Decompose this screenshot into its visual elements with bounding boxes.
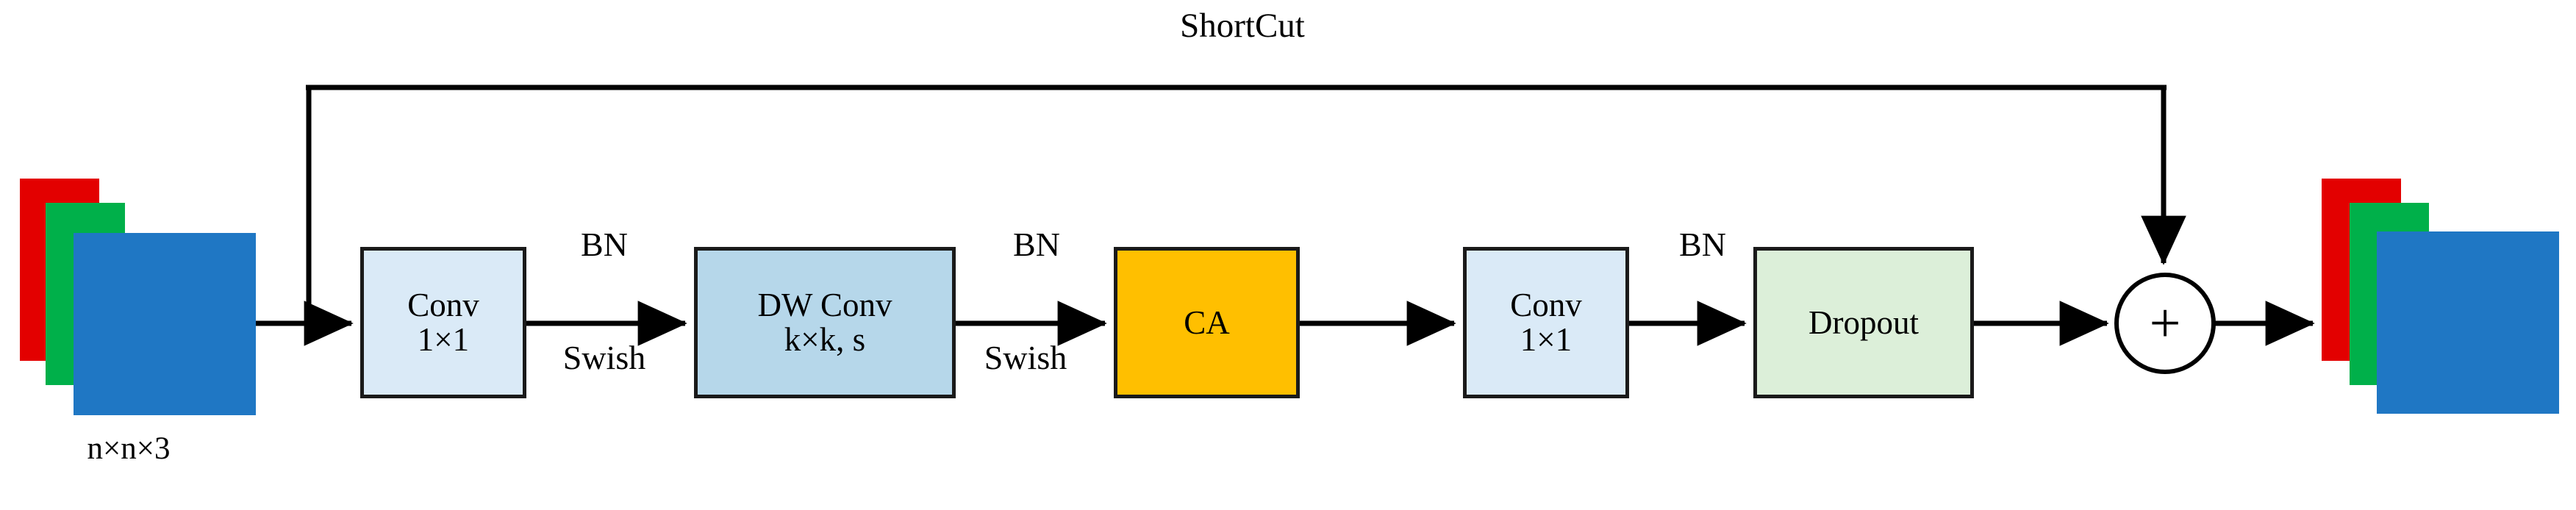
edge-label-bn-1: BN	[581, 226, 628, 263]
input-tensor-caption: n×n×3	[87, 431, 171, 466]
node-dw-conv[interactable]: DW Conv k×k, s	[694, 247, 956, 398]
edge-label-swish-2: Swish	[984, 339, 1067, 376]
output-plate-blue	[2377, 231, 2559, 414]
plus-glyph: +	[2149, 292, 2181, 354]
node-label-line-2: 1×1	[417, 321, 470, 358]
edge-label-swish-1: Swish	[562, 339, 646, 376]
node-label-line-1: DW Conv	[757, 287, 892, 324]
edge-label-bn-2: BN	[1013, 226, 1060, 263]
input-plate-blue	[74, 233, 256, 415]
shortcut-label: ShortCut	[1180, 7, 1305, 45]
node-label-line-2: k×k, s	[784, 321, 866, 358]
node-label-line-1: Conv	[1510, 287, 1582, 324]
edge-label-bn-3: BN	[1679, 226, 1726, 263]
node-dropout[interactable]: Dropout	[1753, 247, 1974, 398]
node-conv-1x1-second[interactable]: Conv 1×1	[1463, 247, 1629, 398]
residual-add-icon[interactable]: +	[2114, 273, 2216, 374]
node-label-line-1: Dropout	[1808, 304, 1919, 341]
node-conv-1x1-first[interactable]: Conv 1×1	[360, 247, 526, 398]
node-coordinate-attention[interactable]: CA	[1114, 247, 1300, 398]
node-label-line-2: 1×1	[1520, 321, 1573, 358]
node-label-line-1: Conv	[407, 287, 479, 324]
node-label-line-1: CA	[1184, 304, 1230, 341]
